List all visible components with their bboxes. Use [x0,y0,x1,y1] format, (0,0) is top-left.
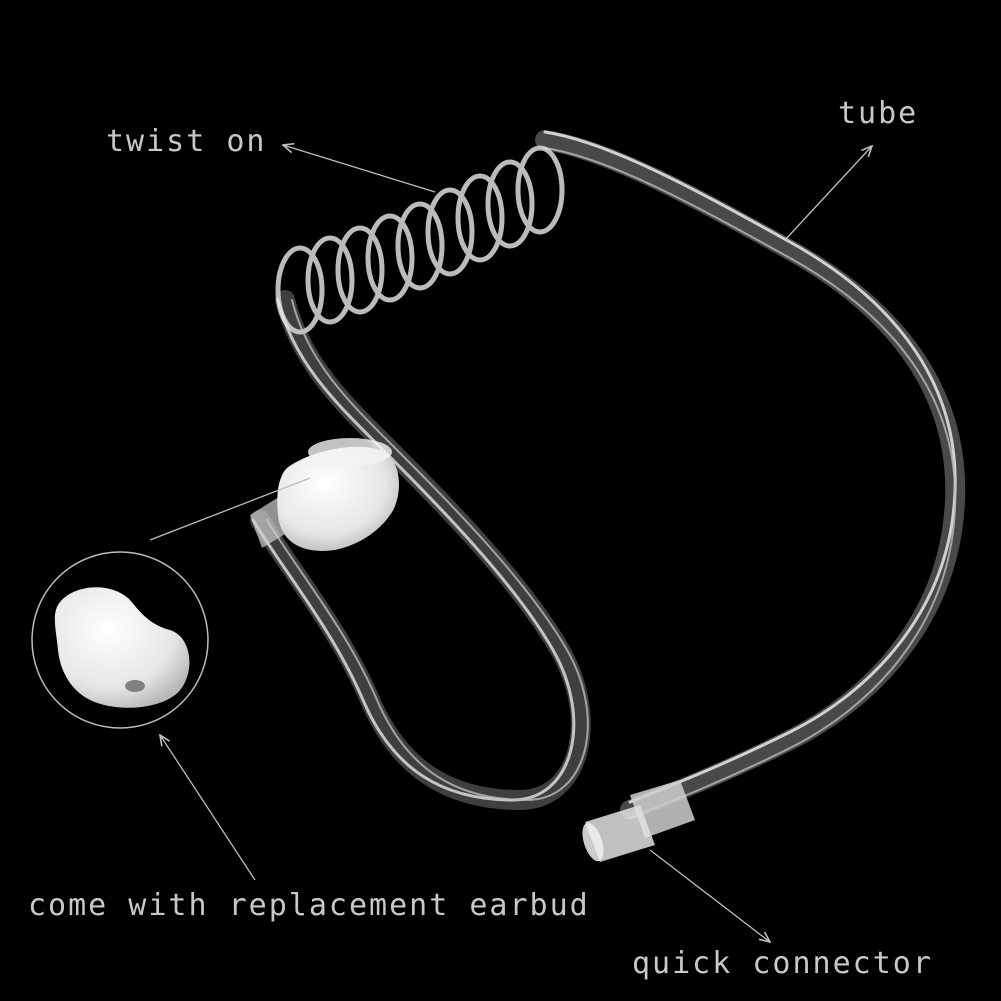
acoustic-tube [535,130,966,820]
label-quick-connector: quick connector [632,946,933,981]
replacement-earbud-inset [31,551,209,729]
quick-connector [582,780,695,862]
label-twist-on: twist on [106,124,267,159]
inset-pointer [149,477,311,541]
connector-pointer [649,849,770,942]
earbud-pointer [160,735,256,881]
loop-tube [250,290,591,811]
coil-spring [275,145,565,335]
label-replacement-earbud: come with replacement earbud [28,888,590,923]
replacement-earbud-icon [54,587,190,708]
twist-on-pointer [283,145,436,193]
earbud [250,438,400,551]
label-tube: tube [838,96,919,131]
annotation-lines [149,145,872,942]
tube-pointer [784,146,872,241]
